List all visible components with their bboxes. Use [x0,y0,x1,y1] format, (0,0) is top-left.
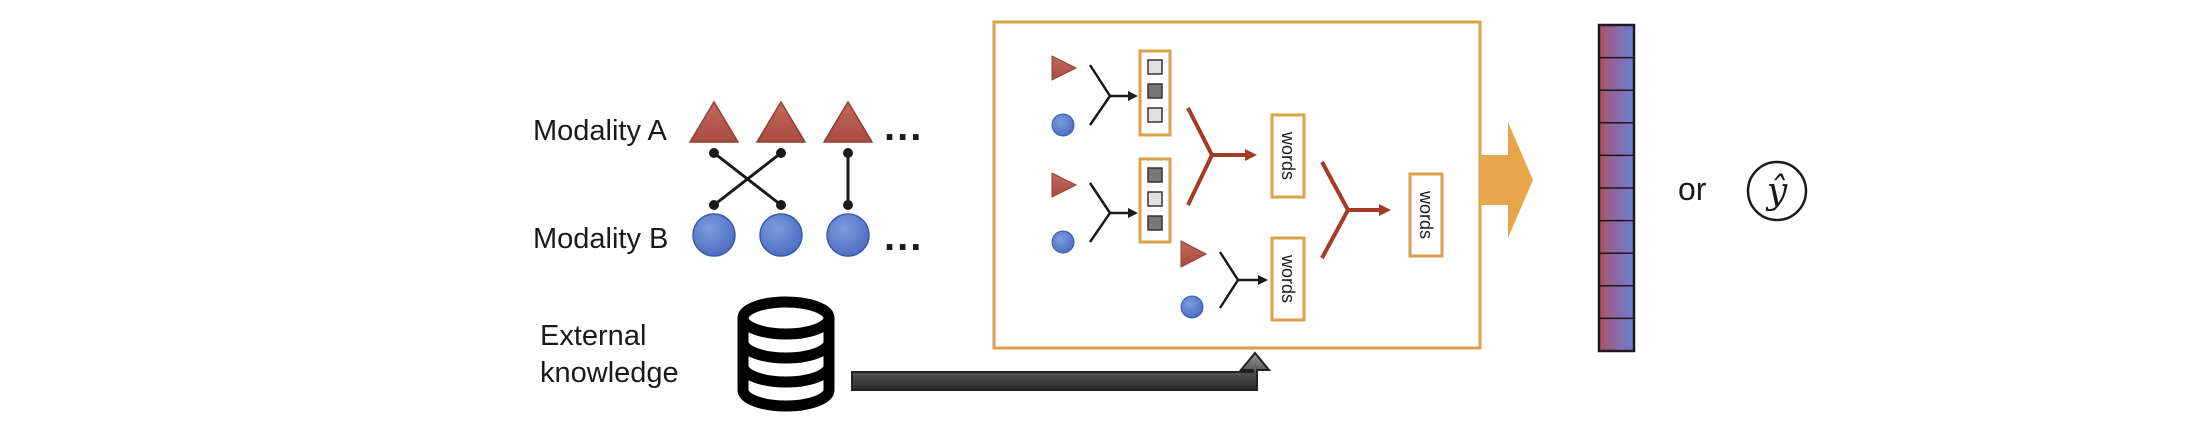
connector-dots [709,148,853,210]
input-circle [1180,295,1204,319]
input-triangle [1180,240,1208,268]
token-light [1147,191,1163,207]
external-knowledge-label-line2: knowledge [540,357,679,389]
merge-branch-top [1186,107,1247,206]
merge-branch-final [1320,161,1381,259]
modality-b-ellipsis: ... [884,215,923,259]
words-box-final-text: words [1416,190,1436,239]
modality-a-triangle [755,100,807,143]
modality-a-ellipsis: ... [884,105,923,149]
token-dark [1147,83,1163,99]
modality-b-circle [826,213,870,257]
y-hat-symbol: ŷ [1765,171,1788,212]
modality-b-circle [759,213,803,257]
arrow-head [1245,149,1257,161]
prediction-circle [1746,160,1808,222]
connector-a2-b1 [713,151,782,207]
input-circle [1051,230,1075,254]
output-arrow [1480,122,1533,238]
modality-a-label: Modality A [533,115,667,147]
words-box-top [1270,113,1306,199]
words-box-final [1408,172,1444,258]
token-dark [1147,215,1163,231]
arrow-head [1379,204,1391,216]
modality-b-label: Modality B [533,223,668,255]
modality-a-triangle [822,100,874,143]
words-box-top-text: words [1278,131,1298,180]
database-icon [737,296,835,412]
modality-a-triangle [688,100,740,143]
input-circle [1051,113,1075,137]
arrow-head [1128,91,1138,101]
input-triangle [1051,55,1078,81]
modality-connections [713,151,850,207]
external-knowledge-label-line1: External [540,320,646,352]
modality-b-circle [692,213,736,257]
words-box-bottom [1270,236,1306,322]
token-light [1147,107,1163,123]
token-dark [1147,167,1163,183]
arrow-head [1258,275,1268,285]
or-label: or [1678,171,1707,207]
words-box-bottom-text: words [1278,254,1298,303]
token-light [1147,59,1163,75]
output-vector [1597,23,1636,353]
fusion-junction [1088,182,1128,243]
arrow-head [1128,208,1138,218]
input-triangle [1051,172,1078,198]
knowledge-pipe-arrow [851,351,1272,391]
fusion-junction [1218,251,1258,309]
fusion-junction [1088,64,1128,126]
